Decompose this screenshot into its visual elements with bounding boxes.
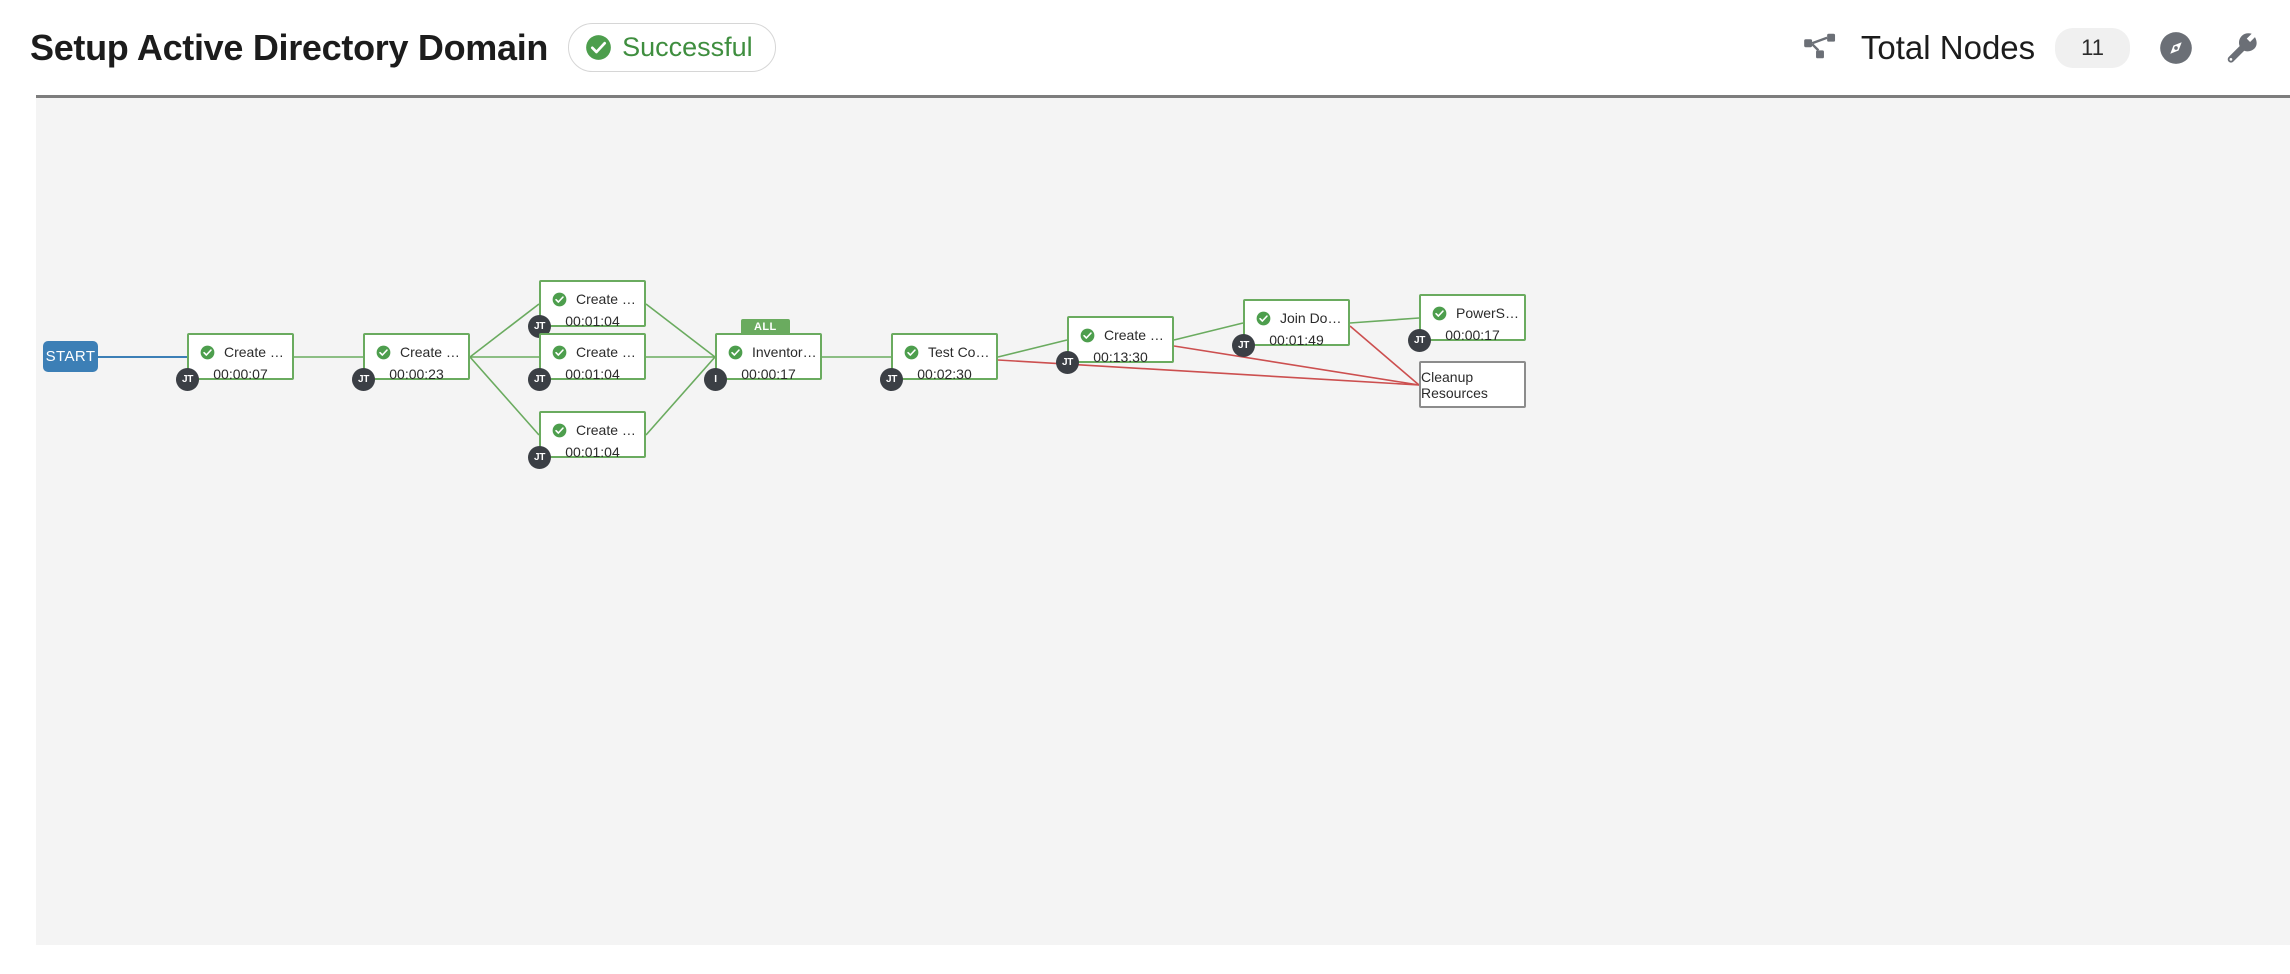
check-circle-icon <box>552 292 567 307</box>
node-title: Test Connectivity <box>928 344 996 360</box>
node-elapsed-time: 00:00:17 <box>1445 327 1500 343</box>
node-title: Create Domain Contr... <box>576 291 644 307</box>
status-badge: Successful <box>568 23 776 72</box>
node-badge-create-domain-controller[interactable]: JT <box>528 315 551 338</box>
node-title: Create Keypair <box>224 344 292 360</box>
app-header: Setup Active Directory Domain Successful… <box>0 0 2290 95</box>
node-elapsed-time: 00:01:49 <box>1269 332 1324 348</box>
node-elapsed-time: 00:02:30 <box>917 366 972 382</box>
node-title: Create VPC <box>400 344 468 360</box>
node-cleanup-resources[interactable]: Cleanup Resources <box>1419 361 1526 408</box>
node-badge-create-vpc[interactable]: JT <box>352 368 375 391</box>
node-create-computer-1[interactable]: Create Computer (1) 00:01:04 <box>539 333 646 382</box>
node-title: Inventory Sync <box>752 344 820 360</box>
node-title-row: Create Computer (1) <box>541 335 644 360</box>
check-circle-icon <box>1432 306 1447 321</box>
node-create-vpc[interactable]: Create VPC 00:00:23 <box>363 333 470 382</box>
edge-test-connectivity-to-create-domain <box>997 339 1068 358</box>
edge-create-vpc-to-create-computer-2 <box>469 356 540 436</box>
node-elapsed-time: 00:01:04 <box>565 313 620 329</box>
node-powershell-validation[interactable]: PowerShell Validation 00:00:17 <box>1419 294 1526 343</box>
total-nodes-label: Total Nodes <box>1860 28 2036 66</box>
check-circle-icon <box>728 345 743 360</box>
check-circle-icon <box>376 345 391 360</box>
check-circle-icon <box>904 345 919 360</box>
node-badge-join-domain[interactable]: JT <box>1232 334 1255 357</box>
edge-create-domain-to-join-domain <box>1173 322 1244 341</box>
edge-join-domain-to-powershell-validation <box>1349 317 1420 324</box>
header-right-group: Total Nodes 11 <box>1801 0 2262 95</box>
node-title: Join Domain <box>1280 310 1348 326</box>
check-circle-icon <box>585 34 612 61</box>
start-node[interactable]: START <box>43 341 98 372</box>
node-elapsed-time: 00:13:30 <box>1093 349 1148 365</box>
node-inventory-sync[interactable]: Inventory Sync 00:00:17 <box>715 333 822 382</box>
node-elapsed-time: 00:00:07 <box>213 366 268 382</box>
page-title: Setup Active Directory Domain <box>30 26 549 68</box>
node-title: Cleanup Resources <box>1421 368 1488 401</box>
node-title-row: Inventory Sync <box>717 335 820 360</box>
edge-create-domain-to-cleanup-resources <box>1173 345 1420 386</box>
node-elapsed-time: 00:00:23 <box>389 366 444 382</box>
check-circle-icon <box>200 345 215 360</box>
node-elapsed-time: 00:00:17 <box>741 366 796 382</box>
node-title-row: Create Domain Contr... <box>541 282 644 307</box>
node-badge-create-computer-2[interactable]: JT <box>528 446 551 469</box>
node-badge-create-domain[interactable]: JT <box>1056 351 1079 374</box>
edge-create-vpc-to-create-domain-controller <box>469 303 540 358</box>
node-create-domain[interactable]: Create Domain 00:13:30 <box>1067 316 1174 365</box>
node-title: Create Computer (2) <box>576 422 644 438</box>
compass-icon[interactable] <box>2156 28 2196 68</box>
node-create-computer-2[interactable]: Create Computer (2) 00:01:04 <box>539 411 646 460</box>
node-title: Create Domain <box>1104 327 1172 343</box>
check-circle-icon <box>1080 328 1095 343</box>
check-circle-icon <box>552 423 567 438</box>
node-title-row: Create VPC <box>365 335 468 360</box>
edge-join-domain-to-cleanup-resources <box>1349 325 1420 386</box>
node-title: PowerShell Validation <box>1456 305 1524 321</box>
check-circle-icon <box>1256 311 1271 326</box>
node-test-connectivity[interactable]: Test Connectivity 00:02:30 <box>891 333 998 382</box>
node-elapsed-time: 00:01:04 <box>565 444 620 460</box>
node-badge-inventory-sync[interactable]: I <box>704 368 727 391</box>
node-title-row: Test Connectivity <box>893 335 996 360</box>
node-create-domain-controller[interactable]: Create Domain Contr... 00:01:04 <box>539 280 646 329</box>
hierarchy-icon <box>1801 29 1839 67</box>
workflow-edges <box>43 303 1420 436</box>
node-join-domain[interactable]: Join Domain 00:01:49 <box>1243 299 1350 348</box>
node-badge-powershell-validation[interactable]: JT <box>1408 329 1431 352</box>
node-title-row: Create Computer (2) <box>541 413 644 438</box>
check-circle-icon <box>552 345 567 360</box>
edge-create-computer-2-to-inventory-sync <box>645 356 716 436</box>
node-badge-create-keypair[interactable]: JT <box>176 368 199 391</box>
node-badge-test-connectivity[interactable]: JT <box>880 368 903 391</box>
node-badge-create-computer-1[interactable]: JT <box>528 368 551 391</box>
wrench-icon[interactable] <box>2222 28 2262 68</box>
status-badge-label: Successful <box>622 32 753 62</box>
node-title-row: Create Keypair <box>189 335 292 360</box>
node-title-row: PowerShell Validation <box>1421 296 1524 321</box>
node-title-row: Join Domain <box>1245 301 1348 326</box>
node-create-keypair[interactable]: Create Keypair 00:00:07 <box>187 333 294 382</box>
edge-create-domain-controller-to-inventory-sync <box>645 303 716 358</box>
node-title: Create Computer (1) <box>576 344 644 360</box>
node-elapsed-time: 00:01:04 <box>565 366 620 382</box>
node-tag-inventory-sync: ALL <box>741 319 790 335</box>
total-nodes-count: 11 <box>2055 27 2130 68</box>
node-title-row: Create Domain <box>1069 318 1172 343</box>
header-left-group: Setup Active Directory Domain Successful <box>30 0 776 95</box>
